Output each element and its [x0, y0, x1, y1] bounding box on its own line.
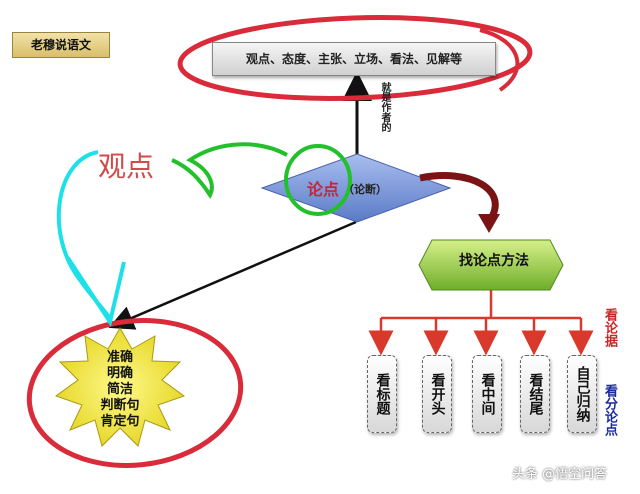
- arrow-curve-to-method: [419, 172, 499, 222]
- green-arrow-to-guandian: [171, 142, 288, 199]
- method-box-ending: 看结尾: [520, 355, 550, 433]
- side-note-subpoints: 看分论点: [602, 384, 617, 436]
- star-line-1: 准确: [106, 350, 133, 365]
- star-line-2: 明确: [106, 366, 133, 381]
- criteria-star: [54, 326, 186, 447]
- top-definition-box: 观点、态度、主张、立场、看法、见解等: [212, 42, 496, 76]
- method-label: 找论点方法: [459, 253, 529, 269]
- guandian-label: 观点: [98, 150, 155, 183]
- star-line-4: 判断句: [100, 398, 140, 413]
- red-circle-topbox-tail: [479, 28, 520, 92]
- lundian-label: 论点: [307, 180, 340, 199]
- watermark: 头条 @悟空问答: [512, 467, 608, 482]
- green-circle-lundian: [284, 144, 352, 216]
- star-line-3: 简洁: [106, 382, 133, 397]
- side-note-evidence: 看论据: [602, 308, 617, 347]
- lunduan-label: （论断）: [343, 183, 387, 196]
- star-text: 准确 明确 简洁 判断句 肯定句: [72, 350, 168, 430]
- method-box-opening: 看开头: [422, 355, 452, 433]
- red-circle-topbox: [177, 15, 533, 101]
- red-circle-star: [26, 318, 244, 468]
- method-box-middle: 看中间: [472, 355, 502, 433]
- method-box-summarize: 自己归纳: [567, 355, 597, 433]
- method-hexagon: [418, 239, 564, 291]
- arrow-down-to-star: [108, 220, 357, 330]
- lundian-diamond: [260, 153, 452, 223]
- star-line-5: 肯定句: [100, 414, 140, 429]
- method-box-title: 看标题: [367, 355, 397, 433]
- method-tree: [368, 290, 594, 356]
- author-tag: 老穆说语文: [12, 32, 110, 58]
- vertical-note: 就是作者的: [379, 82, 390, 132]
